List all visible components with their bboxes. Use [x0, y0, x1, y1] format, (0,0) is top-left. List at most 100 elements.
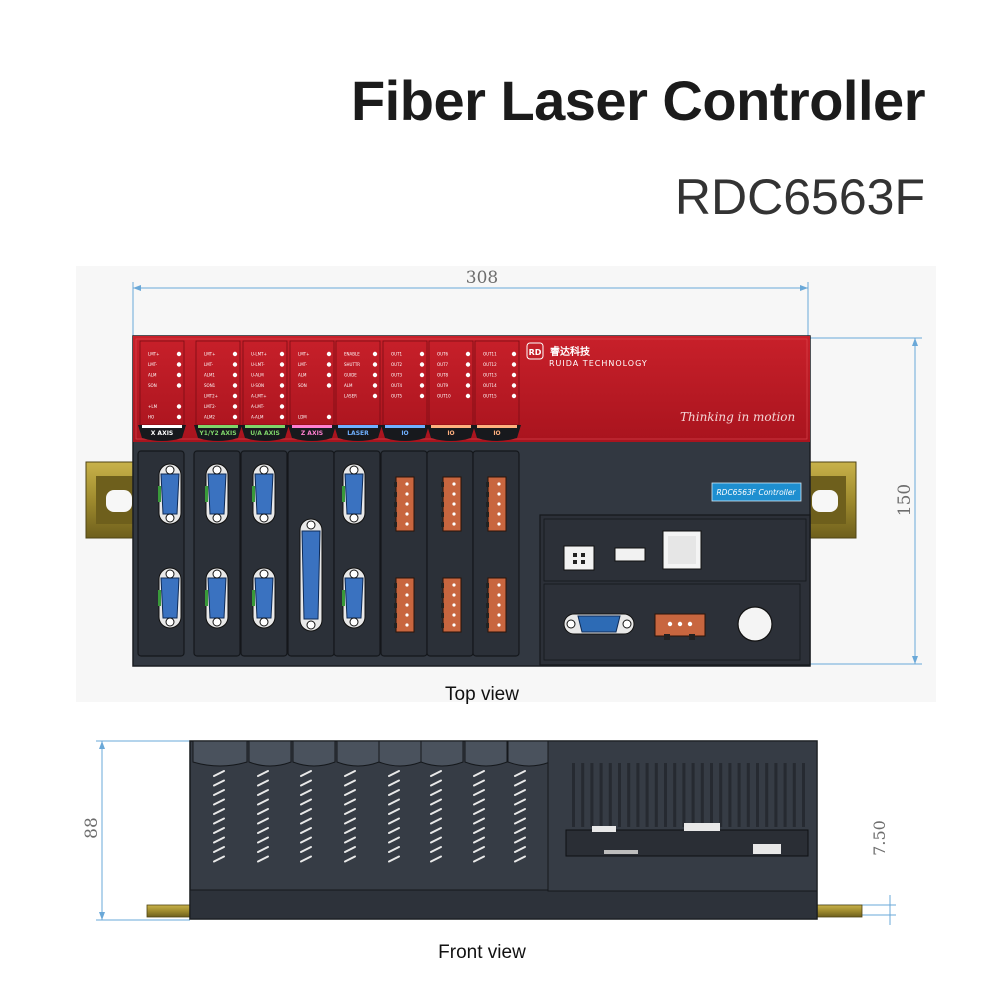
vent-slot: [300, 836, 312, 844]
module-cap: [248, 740, 292, 767]
vent-slot: [213, 789, 225, 796]
vent-slot: [388, 808, 400, 815]
terminal-block: [394, 476, 415, 532]
led-label: LMT+: [204, 352, 215, 357]
axis-tab-label: X AXIS: [151, 430, 174, 437]
led-label: LMT+: [148, 352, 159, 357]
led-indicator: [176, 372, 182, 378]
heatsink-fin: [783, 763, 787, 827]
vent-slot: [473, 836, 485, 844]
led-label: LMT-: [148, 362, 158, 367]
db9-connector: [205, 567, 229, 629]
heatsink-fin: [636, 763, 640, 827]
db9-connector: [205, 463, 229, 525]
vent-slot: [300, 817, 312, 825]
vent-slot: [473, 827, 485, 834]
led-label: LMT-: [204, 362, 214, 367]
vent-slot: [213, 808, 225, 815]
vent-slot: [257, 817, 269, 825]
heatsink-fin: [700, 763, 704, 827]
db9-connector: [158, 463, 182, 525]
front-io-section: [547, 740, 818, 892]
led-indicator: [326, 383, 332, 388]
vent-slot: [300, 789, 312, 796]
ruida-logo-icon: [526, 342, 544, 360]
module-cap: [192, 740, 248, 767]
heatsink-fin: [682, 763, 686, 827]
led-indicator: [372, 362, 378, 367]
height-dimension-label: 150: [895, 484, 915, 516]
led-label: OUT10: [437, 394, 451, 399]
heatsink-fin: [673, 763, 677, 827]
heatsink-fin: [654, 763, 658, 827]
vent-slot: [514, 808, 526, 815]
axis-tab: [381, 425, 429, 441]
heatsink-fin: [765, 763, 769, 827]
axis-tab: [241, 425, 289, 441]
front-height-label: 88: [82, 817, 102, 839]
io-panel: RDC6563F Controller: [539, 482, 811, 666]
led-indicator: [326, 362, 332, 367]
heatsink-fin: [572, 763, 575, 827]
model-badge-label: RDC6563F Controller: [716, 488, 796, 497]
terminal-block: [486, 476, 507, 532]
led-indicator: [176, 351, 182, 357]
front-height-dimension: 88: [82, 740, 190, 921]
module-caps: [192, 740, 551, 767]
led-indicator: [372, 383, 378, 388]
led-label: OUT12: [483, 362, 497, 367]
connector-module: [472, 450, 520, 657]
led-indicator: [419, 393, 425, 399]
heatsink-fin: [774, 763, 778, 827]
vent-slot: [213, 827, 225, 834]
led-indicator: [232, 404, 238, 409]
vent-slot: [257, 808, 269, 815]
vent-slot: [514, 779, 526, 787]
led-label: LMT2-: [204, 404, 217, 409]
led-label: OUT6: [437, 352, 449, 357]
led-indicator: [419, 362, 425, 367]
led-indicator: [232, 351, 238, 357]
vent-slot: [344, 827, 356, 834]
led-indicator: [372, 351, 378, 357]
front-view-caption: Front view: [438, 942, 526, 963]
vent-slot: [344, 798, 356, 806]
led-indicator: [511, 372, 517, 378]
led-indicator: [279, 393, 285, 399]
led-indicator: [232, 383, 238, 388]
vent-slot: [300, 855, 312, 863]
module-cap: [378, 740, 422, 767]
led-label: A-LMT-: [251, 404, 265, 409]
led-label: U-ALM: [251, 373, 264, 378]
vent-slot: [344, 855, 356, 863]
vent-slot: [300, 798, 312, 806]
led-indicator: [279, 414, 285, 420]
led-label: OUT11: [483, 352, 497, 357]
vent-slot: [514, 855, 526, 863]
vent-slot: [514, 836, 526, 844]
led-label: SON: [298, 383, 307, 388]
vent-slot: [344, 836, 356, 844]
led-label: +LM: [148, 404, 158, 409]
led-indicator: [465, 393, 471, 399]
led-label: U-SON: [251, 383, 264, 388]
terminal-block: [486, 577, 507, 633]
led-indicator: [279, 383, 285, 388]
vent-slot: [388, 770, 400, 777]
front-view: 88 7.50 Front view: [82, 740, 896, 963]
led-indicator: [419, 351, 425, 357]
led-label: SON1: [204, 383, 216, 388]
led-indicator: [279, 404, 285, 409]
page-title: Fiber Laser Controller: [350, 69, 926, 132]
slogan-text: Thinking in motion: [680, 410, 795, 424]
led-label: LMT-: [298, 362, 308, 367]
led-indicator: [372, 372, 378, 378]
vent-slots: [213, 770, 526, 863]
led-indicator: [232, 372, 238, 378]
module-cap: [420, 740, 464, 767]
vent-slot: [430, 855, 442, 863]
vent-slot: [213, 846, 225, 853]
vent-slot: [300, 827, 312, 834]
led-indicator: [176, 414, 182, 420]
